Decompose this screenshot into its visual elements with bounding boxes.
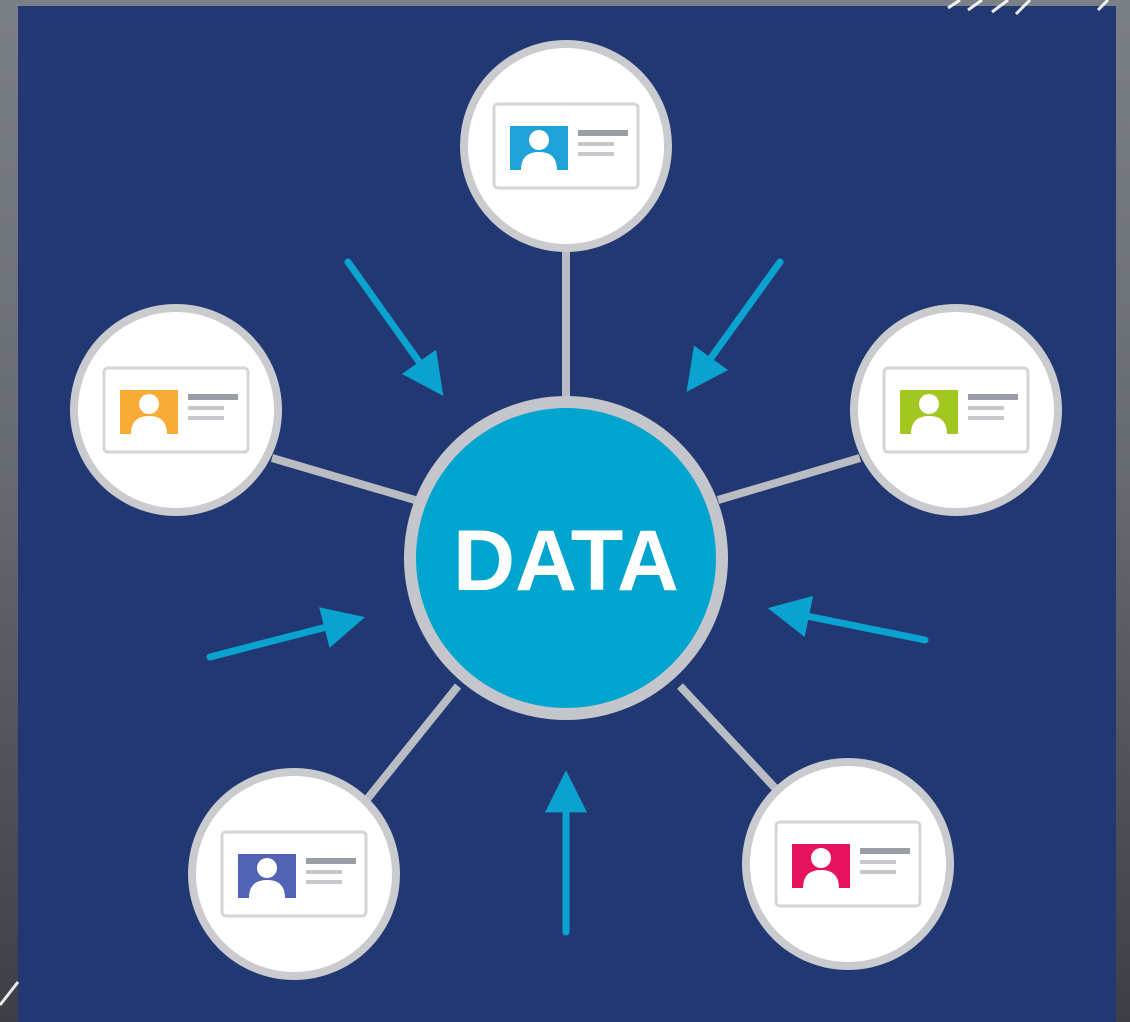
user-profile-card-icon [882,366,1030,454]
data-hub: DATA [404,396,728,720]
arrow-top-right [686,258,784,392]
arrows [206,258,929,936]
connectors [270,250,862,811]
connector-bottom-right [677,683,778,791]
profile-node-bottom-left [188,768,400,980]
arrow-right [767,595,929,644]
connector-bottom-left [356,683,462,811]
user-profile-card-icon [492,102,640,190]
connector-left [270,454,417,504]
profile-node-bottom-right [742,758,954,970]
data-hub-label: DATA [453,513,679,609]
profile-node-top [460,40,672,252]
profile-node-left [70,304,282,516]
arrow-top-left [344,258,444,396]
profile-node-right [850,304,1062,516]
frame-decoration [0,0,1110,1006]
user-profile-card-icon [220,830,368,918]
arrow-left [206,607,365,661]
user-profile-card-icon [102,366,250,454]
user-profile-card-icon [774,820,922,908]
connector-right [716,454,862,504]
data-hub-core [416,408,716,708]
